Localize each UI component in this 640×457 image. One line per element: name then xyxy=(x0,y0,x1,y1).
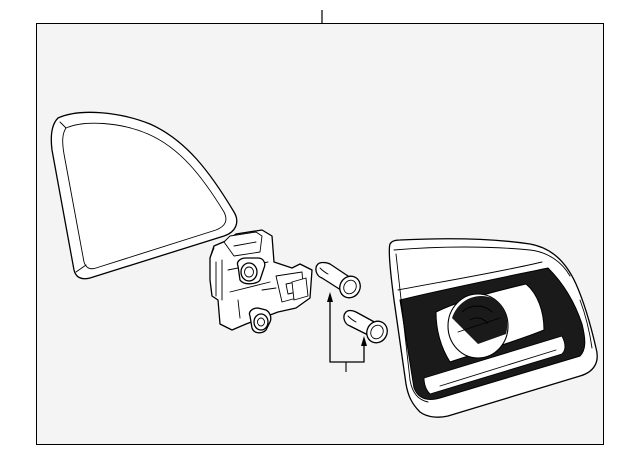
tail-lamp-assembly-icon xyxy=(388,238,598,418)
leader-arrows-bulbs xyxy=(327,292,367,372)
bulb-lower-icon xyxy=(343,309,388,344)
lens-cover-icon xyxy=(50,111,238,280)
bulb-socket-icon xyxy=(209,229,313,334)
bulb-upper-icon xyxy=(315,261,361,299)
